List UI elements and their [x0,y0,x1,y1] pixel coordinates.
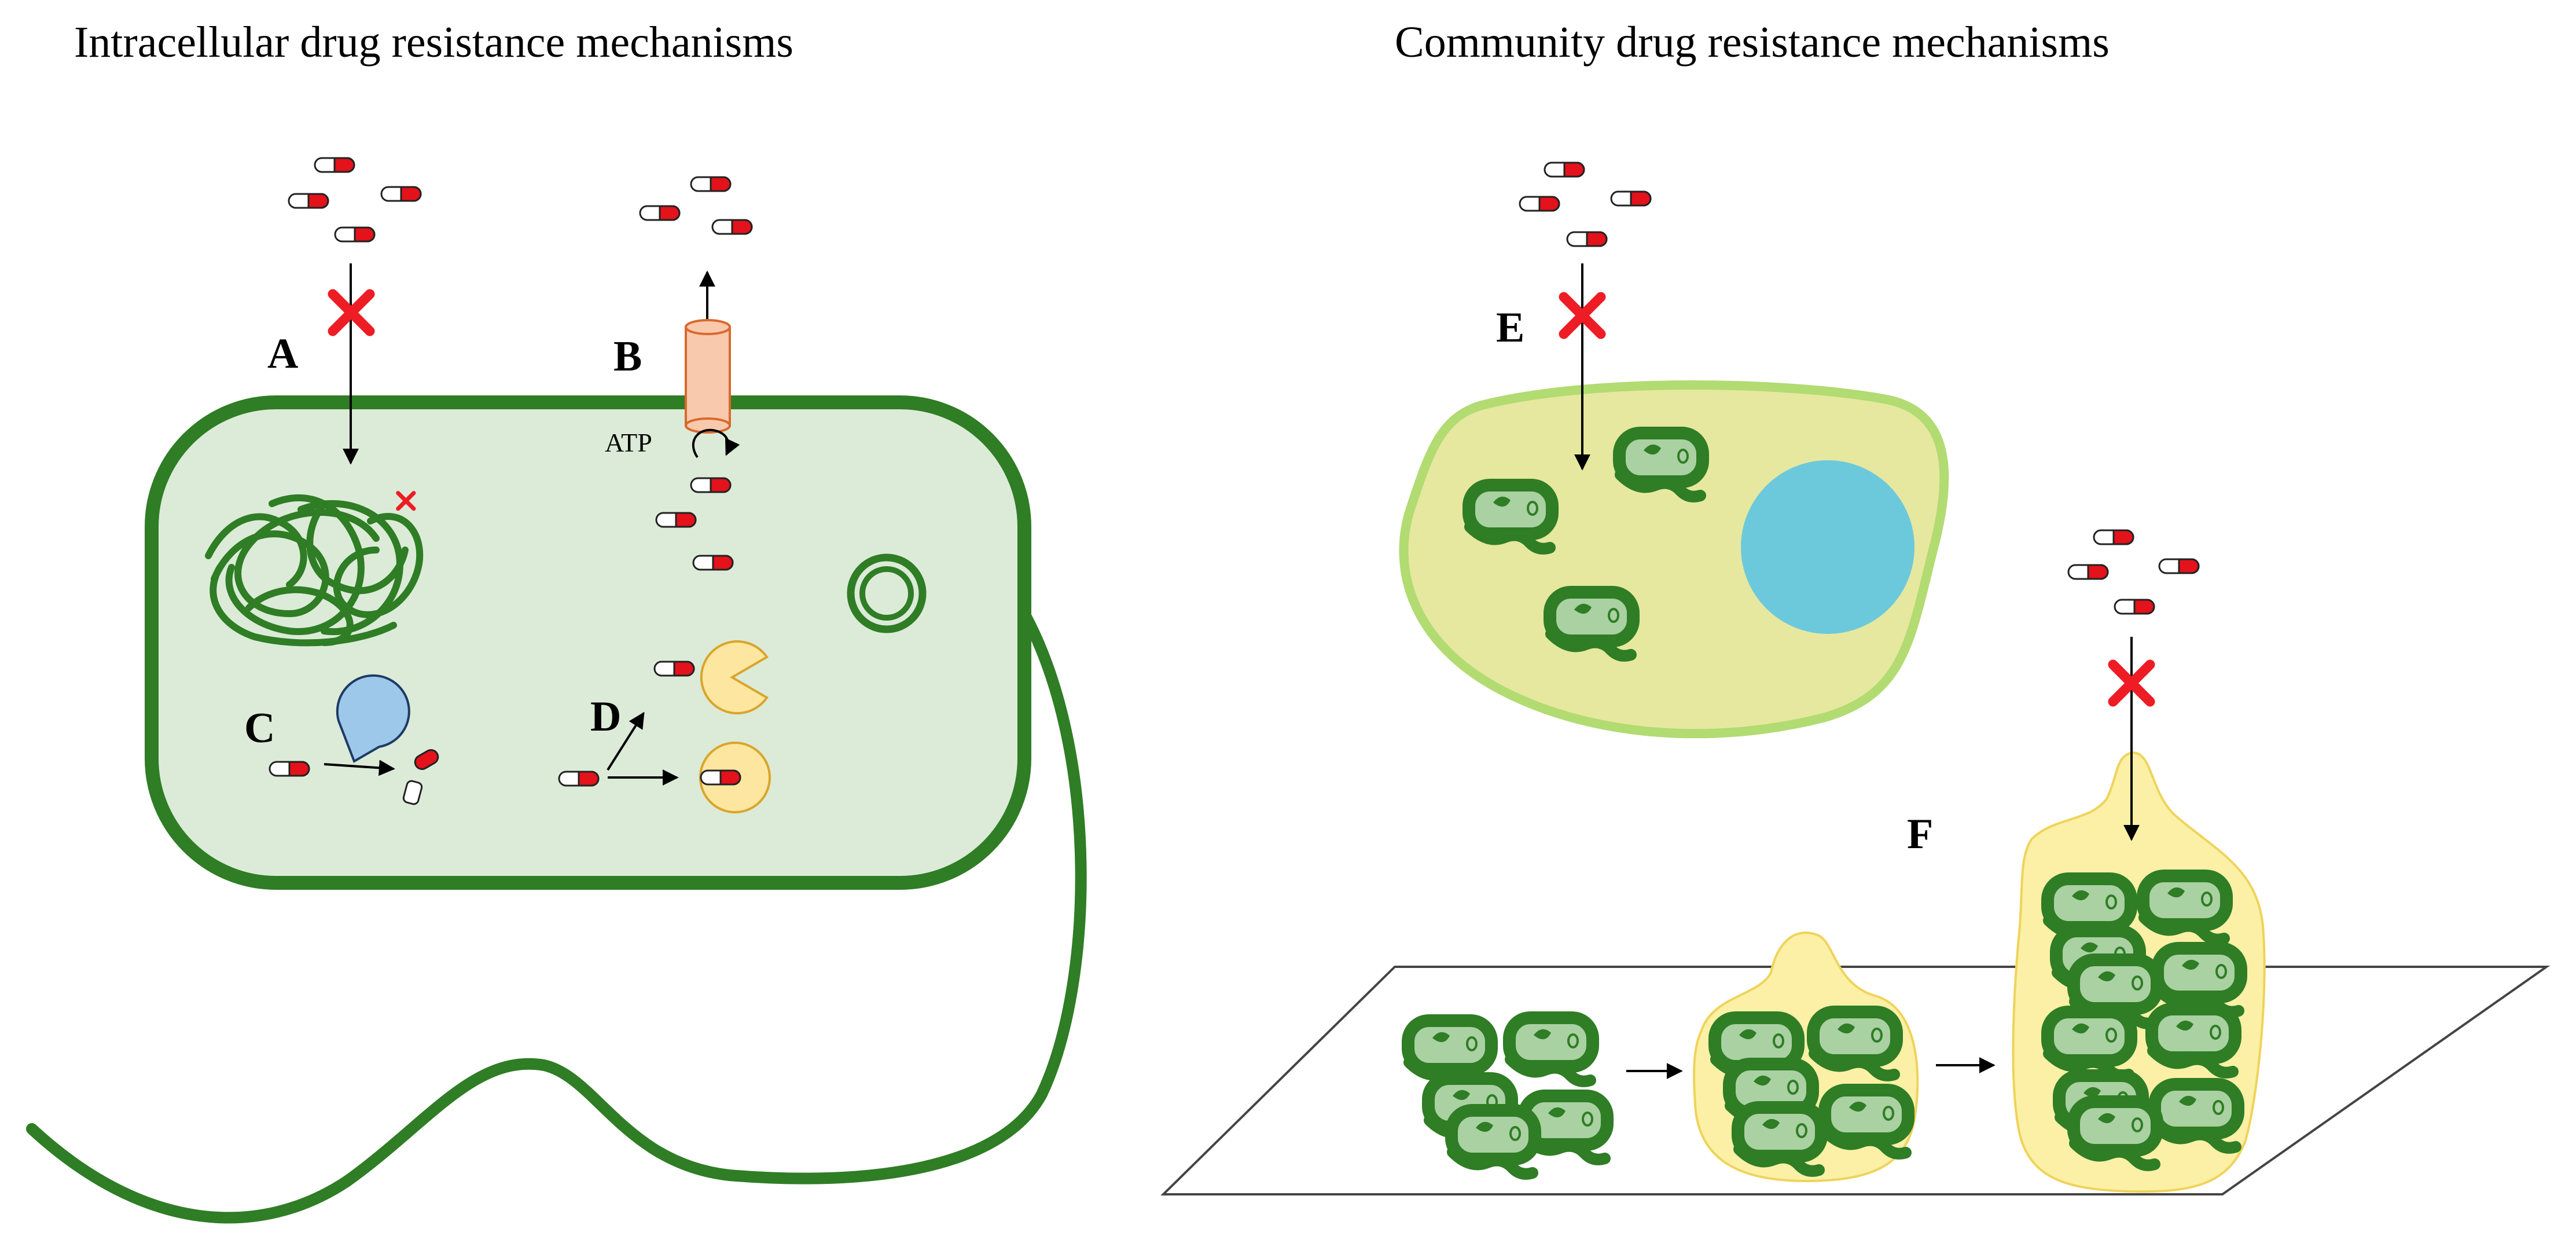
drug-capsule-icon [2158,558,2200,574]
drug-capsule-icon [639,205,681,221]
drug-capsule-icon [334,226,376,243]
label-e: E [1496,304,1524,351]
drug-capsule-icon [653,661,695,677]
label-b: B [613,333,642,380]
drug-capsule-icon [314,157,355,173]
drug-capsule-icon [269,761,310,777]
modification-arrow-up [607,711,645,771]
degradation-arrow [324,760,395,776]
drug-capsule-icon [380,186,422,202]
label-d: D [590,693,621,740]
flagellum [26,608,1087,1224]
biofilm-stage-3 [2012,751,2266,1193]
label-c: C [244,705,275,752]
atp-arrow [692,428,740,459]
drug-capsule-icon [711,219,753,235]
efflux-pump-icon [685,319,731,434]
label-a: A [267,330,298,377]
drug-capsule-icon [1544,162,1585,178]
biofilm-stage-2 [1693,931,1919,1183]
mechanism-f: F [1160,529,2551,1195]
degrading-enzyme-icon [336,674,410,763]
chromosome-icon [205,494,424,647]
right-panel-title: Community drug resistance mechanisms [1395,18,2110,67]
drug-capsule-icon [655,512,697,528]
modifying-enzyme-icon [700,640,769,714]
mechanism-b: B ATP [605,176,753,571]
drug-capsule-icon [1610,190,1652,207]
mechanism-e: E [1399,162,1949,739]
drug-capsule-icon [1566,231,1608,247]
drug-capsule-icon [288,193,329,209]
atp-label: ATP [605,428,652,457]
drug-capsule-icon [690,477,732,493]
drug-capsule-icon [558,771,600,787]
drug-capsule-icon [690,176,732,192]
drug-capsule-icon [2093,529,2134,545]
left-panel-title: Intracellular drug resistance mechanisms [74,18,793,67]
host-nucleus [1741,460,1914,634]
bacterial-cell [26,395,1087,1224]
mechanism-d: D [398,493,771,813]
drug-capsule-icon [692,555,734,571]
drug-capsule-icon [1519,196,1560,212]
broken-drug-fragments [402,749,439,805]
mechanism-a: A [267,157,422,465]
label-f: F [1907,810,1933,858]
mechanism-c: C [244,674,439,805]
drug-capsule-icon [2114,599,2155,615]
drug-capsule-icon [2067,564,2109,580]
target-enzyme-icon [699,742,771,813]
plasmid-icon [847,553,927,633]
